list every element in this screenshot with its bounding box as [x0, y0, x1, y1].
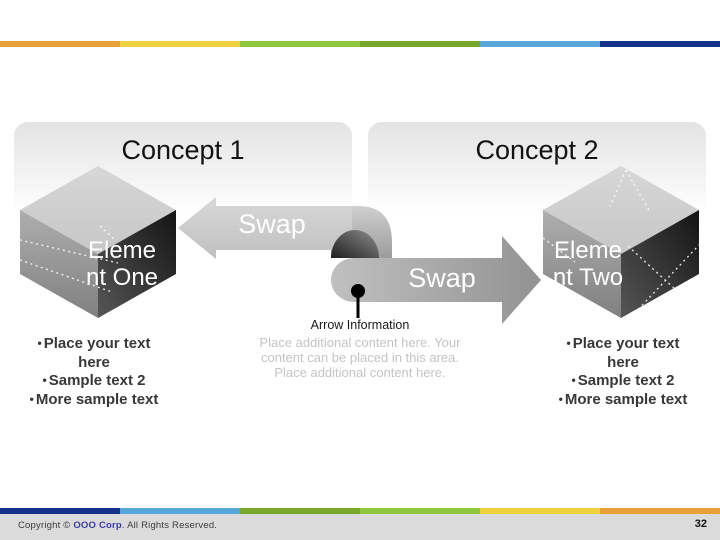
arrow-info-title: Arrow Information — [310, 318, 410, 332]
concept2-bullet-list: •Place your text here •Sample text 2 •Mo… — [553, 335, 693, 409]
bar-segment — [360, 41, 480, 47]
concept2-title: Concept 2 — [475, 135, 599, 165]
bar-segment — [480, 508, 600, 514]
cube-one-hidden-edges — [19, 225, 119, 293]
top-color-bar — [0, 41, 720, 47]
page-number: 32 — [694, 518, 707, 530]
list-item: •Sample text 2 — [42, 372, 146, 389]
bullet-icon: • — [558, 391, 563, 406]
bar-segment — [120, 508, 240, 514]
bar-segment — [0, 508, 120, 514]
bullet-icon: • — [571, 373, 576, 387]
footer: Copyright © OOO Corp. All Rights Reserve… — [0, 514, 720, 540]
bar-segment — [120, 41, 240, 47]
list-item: •Sample text 2 — [571, 372, 675, 389]
bottom-color-bar — [0, 508, 720, 514]
bullet-icon: • — [42, 373, 47, 387]
list-item: •More sample text — [29, 390, 159, 408]
cube-element-one — [19, 166, 176, 318]
bullet-icon: • — [566, 336, 571, 350]
swap-arrow-top — [178, 197, 352, 259]
swap-top-label: Swap — [238, 209, 306, 239]
company-name: OOO Corp — [73, 520, 122, 531]
cube-two-hidden-edges — [542, 169, 701, 319]
bar-segment — [0, 41, 120, 47]
swap-bottom-label: Swap — [408, 263, 476, 293]
swap-arrow-bottom — [331, 236, 541, 324]
copyright-text: Copyright © OOO Corp. All Rights Reserve… — [18, 520, 218, 531]
concept1-box: Concept 1 — [14, 122, 352, 214]
concept1-bullet-list: •Place your text here •Sample text 2 •Mo… — [24, 335, 164, 409]
bar-segment — [600, 41, 720, 47]
concept1-title: Concept 1 — [121, 135, 245, 165]
bar-segment — [600, 508, 720, 514]
bullet-icon: • — [37, 336, 42, 350]
list-item: •Place your text here — [566, 335, 680, 371]
bar-segment — [240, 41, 360, 47]
cube-one-label: Eleme nt One — [85, 237, 159, 291]
concept2-box: Concept 2 — [368, 122, 706, 214]
bullet-icon: • — [29, 391, 34, 406]
list-item: •Place your text here — [37, 335, 151, 371]
arrow-info-block: Arrow Information Place additional conte… — [244, 318, 476, 380]
list-item: •More sample text — [558, 390, 688, 408]
bar-segment — [360, 508, 480, 514]
swap-ribbon-fold — [331, 230, 379, 258]
cube-element-two — [542, 166, 701, 319]
callout-pin — [351, 284, 365, 318]
cube-two-label: Eleme nt Two — [552, 237, 624, 291]
arrow-info-body: Place additional content here. Your cont… — [259, 335, 461, 380]
bar-segment — [480, 41, 600, 47]
bar-segment — [240, 508, 360, 514]
